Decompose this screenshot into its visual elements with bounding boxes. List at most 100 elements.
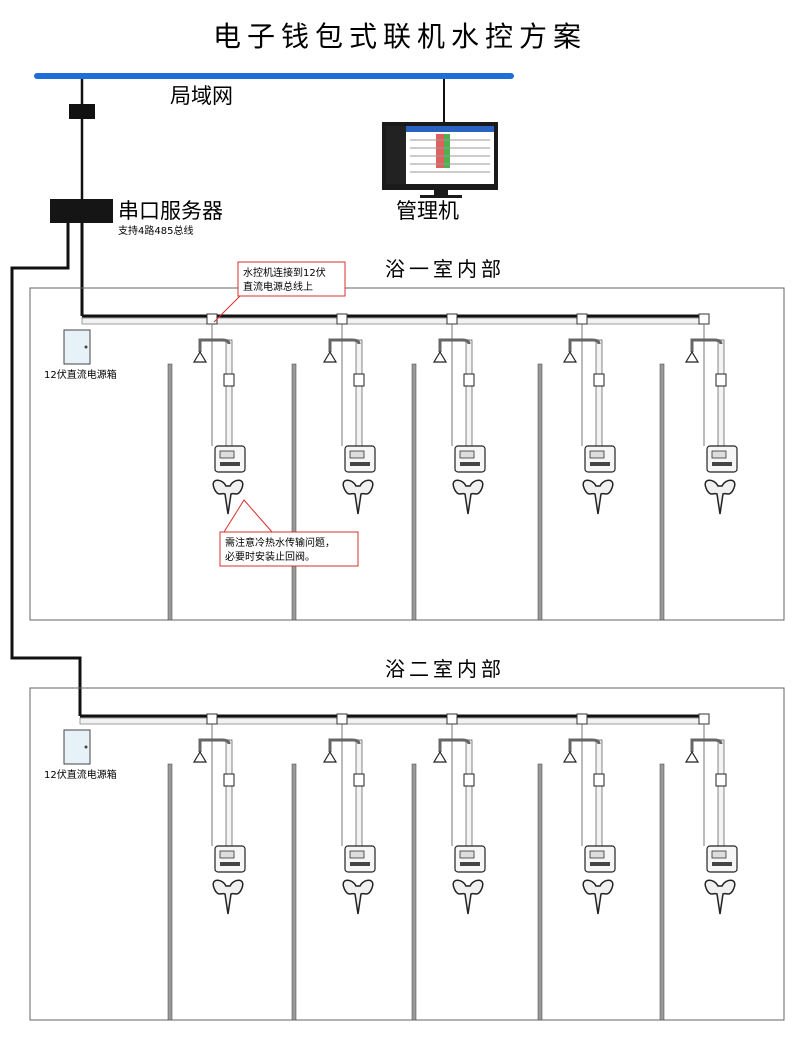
shower-unit xyxy=(432,713,486,915)
power-bus-pipe xyxy=(81,317,709,325)
stall-partition xyxy=(167,363,173,621)
stall-partition xyxy=(659,363,665,621)
water-pipe xyxy=(225,339,233,453)
shower-unit xyxy=(562,313,616,515)
shower-arm xyxy=(328,738,361,752)
junction-box-icon xyxy=(446,313,458,325)
water-controller-icon xyxy=(344,445,376,473)
mixer-tap-icon xyxy=(704,879,736,915)
controller-card-slot xyxy=(460,862,480,866)
network-switch-icon xyxy=(69,104,95,119)
controller-display xyxy=(219,850,235,859)
shower-unit xyxy=(684,713,738,915)
stall-partition xyxy=(167,763,173,1021)
water-pipe xyxy=(355,739,363,853)
shower-unit xyxy=(684,313,738,515)
water-controller-icon xyxy=(214,445,246,473)
solenoid-valve-icon xyxy=(353,773,365,787)
controller-display xyxy=(711,450,727,459)
shower-head-icon xyxy=(322,750,338,763)
stall-partition xyxy=(537,363,543,621)
mixer-tap-icon xyxy=(582,479,614,515)
stall-partition xyxy=(411,763,417,1021)
bus-note-callout: 水控机连接到12伏 直流电源总线上 xyxy=(213,261,346,323)
shower-head-icon xyxy=(684,350,700,363)
serial-server-label: 串口服务器 xyxy=(118,199,223,223)
water-pipe xyxy=(595,339,603,453)
room-boundary xyxy=(29,687,785,1021)
shower-head-icon xyxy=(432,350,448,363)
junction-box-icon xyxy=(576,713,588,725)
shower-head-icon xyxy=(562,350,578,363)
solenoid-valve-icon xyxy=(463,773,475,787)
shower-arm xyxy=(690,338,723,352)
water-pipe xyxy=(225,739,233,853)
bus-note-line2: 直流电源总线上 xyxy=(243,280,313,293)
water-controller-icon xyxy=(214,845,246,873)
water-pipe xyxy=(717,339,725,453)
stall-partition xyxy=(659,763,665,1021)
room-title: 浴一室内部 xyxy=(385,257,505,281)
solenoid-valve-icon xyxy=(223,773,235,787)
mixer-tap-icon xyxy=(212,479,244,515)
shower-arm xyxy=(568,338,601,352)
shower-unit xyxy=(562,713,616,915)
room-2: 浴二室内部 12伏直流电源箱 xyxy=(29,657,785,1021)
shower-arm xyxy=(690,738,723,752)
shower-head-icon xyxy=(432,750,448,763)
shower-head-icon xyxy=(192,350,208,363)
shower-arm xyxy=(438,338,471,352)
controller-card-slot xyxy=(350,862,370,866)
shower-unit xyxy=(192,313,246,515)
valve-note-line2: 必要时安装止回阀。 xyxy=(225,550,315,563)
shower-unit xyxy=(192,713,246,915)
water-controller-icon xyxy=(584,445,616,473)
controller-card-slot xyxy=(220,862,240,866)
controller-card-slot xyxy=(590,862,610,866)
stall-partition xyxy=(291,363,297,621)
junction-box-icon xyxy=(336,313,348,325)
controller-card-slot xyxy=(460,462,480,466)
controller-display xyxy=(589,850,605,859)
controller-card-slot xyxy=(220,462,240,466)
junction-box-icon xyxy=(336,713,348,725)
shower-arm xyxy=(198,338,231,352)
controller-display xyxy=(459,450,475,459)
controller-display xyxy=(349,450,365,459)
lan-bus xyxy=(34,73,514,79)
shower-unit xyxy=(322,313,376,515)
solenoid-valve-icon xyxy=(715,373,727,387)
power-bus-pipe xyxy=(79,717,707,725)
controller-card-slot xyxy=(712,462,732,466)
stall-partition xyxy=(291,763,297,1021)
shower-unit xyxy=(432,313,486,515)
junction-box-icon xyxy=(576,313,588,325)
water-pipe xyxy=(465,739,473,853)
controller-display xyxy=(349,850,365,859)
valve-note-line1: 需注意冷热水传输问题， xyxy=(225,536,335,549)
mixer-tap-icon xyxy=(212,879,244,915)
mixer-tap-icon xyxy=(704,479,736,515)
junction-box-icon xyxy=(698,313,710,325)
stall-partition xyxy=(411,363,417,621)
room-title: 浴二室内部 xyxy=(385,657,505,681)
solenoid-valve-icon xyxy=(223,373,235,387)
mixer-tap-icon xyxy=(582,879,614,915)
water-pipe xyxy=(595,739,603,853)
water-controller-icon xyxy=(344,845,376,873)
solenoid-valve-icon xyxy=(593,373,605,387)
water-pipe xyxy=(355,339,363,453)
valve-note-callout: 需注意冷热水传输问题， 必要时安装止回阀。 xyxy=(219,499,359,567)
controller-display xyxy=(589,450,605,459)
controller-card-slot xyxy=(350,462,370,466)
solenoid-valve-icon xyxy=(593,773,605,787)
serial-server-sub: 支持4路485总线 xyxy=(118,224,193,237)
solenoid-valve-icon xyxy=(353,373,365,387)
water-controller-icon xyxy=(706,445,738,473)
psu-label: 12伏直流电源箱 xyxy=(44,768,117,781)
bus-note-line1: 水控机连接到12伏 xyxy=(243,266,326,279)
junction-box-icon xyxy=(446,713,458,725)
junction-box-icon xyxy=(698,713,710,725)
